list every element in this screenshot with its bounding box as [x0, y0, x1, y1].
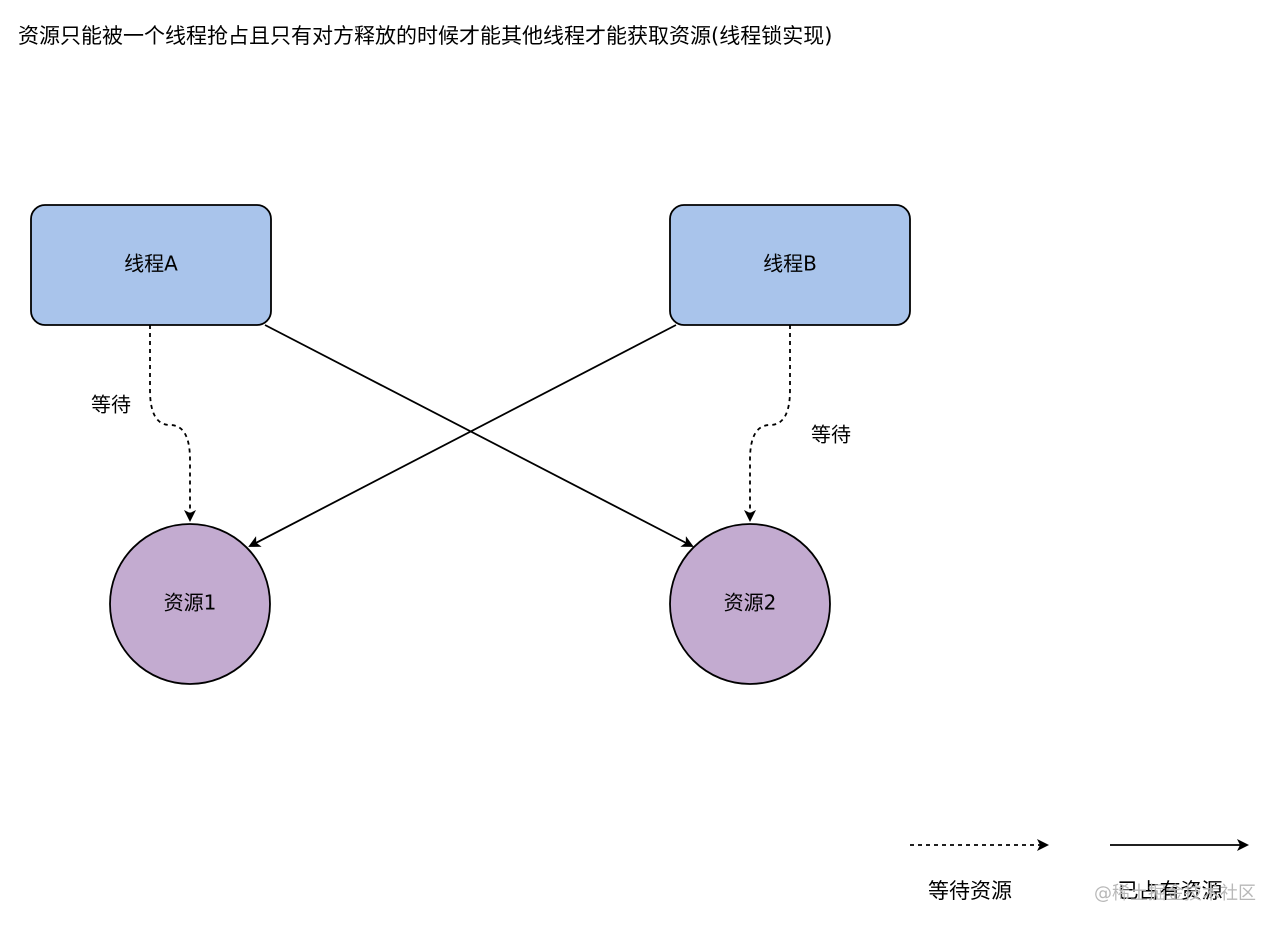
thread-b-label: 线程B [763, 252, 817, 276]
legend-holding-label: 已占有资源 [1118, 879, 1223, 903]
thread-b-wait-label: 等待 [811, 423, 851, 447]
thread-a-wait-label: 等待 [91, 393, 131, 417]
resource-2-node: 资源2 [669, 523, 831, 685]
edge-b-waits-resource-2 [744, 325, 791, 522]
edge-a-waits-resource-1 [149, 325, 196, 522]
edge-b-holds-resource-1 [248, 324, 677, 547]
resource-2-label: 资源2 [724, 591, 777, 615]
resource-1-node: 资源1 [109, 523, 271, 685]
thread-b-node: 线程B [669, 204, 911, 326]
legend-waiting-label: 等待资源 [928, 879, 1012, 903]
watermark: @稀土掘金技术社区 [1094, 883, 1256, 904]
legend: 等待资源 已占有资源 [910, 839, 1249, 903]
edge-a-holds-resource-2 [264, 324, 694, 547]
diagram-title: 资源只能被一个线程抢占且只有对方释放的时候才能其他线程才能获取资源(线程锁实现) [18, 24, 833, 48]
thread-a-node: 线程A [30, 204, 272, 326]
thread-a-label: 线程A [124, 252, 178, 276]
resource-1-label: 资源1 [164, 591, 217, 615]
